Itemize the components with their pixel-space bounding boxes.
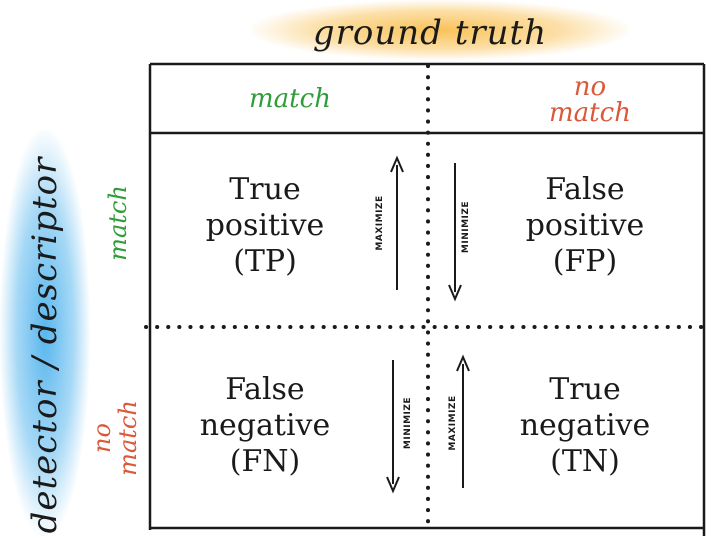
cell-false-negative: False negative (FN) [180, 372, 350, 480]
column-header-no-match: no match [549, 72, 631, 128]
arrow-label-tn: MAXIMIZE [448, 395, 458, 451]
matrix-grid [144, 62, 706, 536]
cell-fn-line3: (FN) [229, 444, 301, 479]
arrow-up-tp [390, 155, 404, 290]
cell-fn-line1: False [225, 372, 305, 407]
cell-true-negative: True negative (TN) [500, 372, 670, 480]
cell-false-positive: False positive (FP) [500, 172, 670, 280]
column-axis-title: ground truth [312, 13, 548, 53]
cell-tn-line1: True [549, 372, 621, 407]
arrow-label-fn: MINIMIZE [403, 396, 413, 450]
row-header-match: match [104, 185, 132, 261]
cell-true-positive: True positive (TP) [180, 172, 350, 280]
column-header-match: match [249, 84, 331, 114]
row-header-no-match: no match [88, 400, 142, 476]
title-highlight [250, 0, 630, 60]
cell-tn-line3: (TN) [550, 444, 620, 479]
cell-tp-line3: (TP) [233, 244, 297, 279]
arrow-label-fp: MINIMIZE [461, 200, 471, 254]
cell-fp-line2: positive [525, 208, 645, 243]
cell-tn-line2: negative [519, 408, 651, 443]
cell-fp-line3: (FP) [552, 244, 618, 279]
arrow-down-fp [448, 163, 462, 302]
cell-tp-line1: True [229, 172, 301, 207]
arrow-label-tp: MAXIMIZE [375, 195, 385, 251]
arrow-down-fn [386, 360, 400, 494]
cell-fp-line1: False [545, 172, 625, 207]
cell-tp-line2: positive [205, 208, 325, 243]
side-title-highlight [0, 130, 90, 536]
cell-fn-line2: negative [199, 408, 331, 443]
arrow-up-tn [456, 354, 470, 488]
